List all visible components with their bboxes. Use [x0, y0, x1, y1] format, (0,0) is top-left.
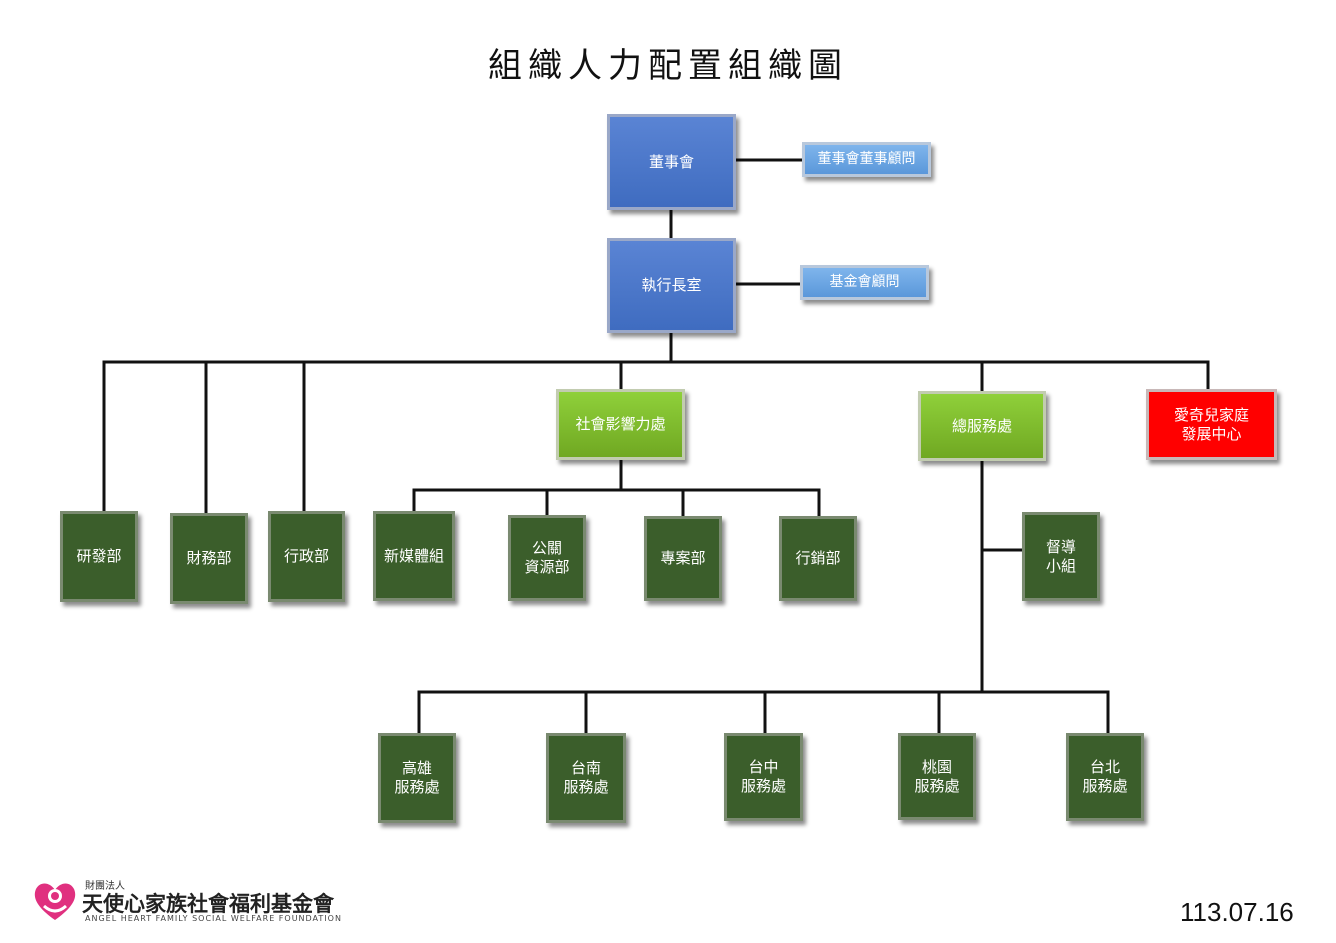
revision-date: 113.07.16: [1180, 897, 1294, 927]
node-taipei: 台北 服務處: [1066, 733, 1144, 821]
node-marketing: 行銷部: [779, 516, 857, 601]
node-board: 董事會: [607, 114, 736, 210]
node-pr: 公關 資源部: [508, 515, 586, 601]
node-foundation-advisor: 基金會顧問: [800, 265, 929, 300]
logo-small-text: 財團法人: [85, 881, 125, 892]
node-kaohsiung: 高雄 服務處: [378, 733, 456, 823]
chart-title: 組織人力配置組織圖: [488, 46, 848, 86]
node-tainan: 台南 服務處: [546, 733, 626, 823]
node-ceo-office: 執行長室: [607, 238, 736, 333]
foundation-logo: 財團法人 天使心家族社會福利基金會 ANGEL HEART FAMILY SOC…: [30, 874, 360, 930]
node-aiqi-center: 愛奇兒家庭 發展中心: [1146, 389, 1277, 460]
node-project: 專案部: [644, 516, 722, 601]
node-supervision: 督導 小組: [1022, 512, 1100, 601]
node-new-media: 新媒體組: [373, 511, 455, 601]
node-social-impact: 社會影響力處: [556, 389, 685, 460]
logo-english-name: ANGEL HEART FAMILY SOCIAL WELFARE FOUNDA…: [85, 914, 342, 923]
node-board-advisor: 董事會董事顧問: [802, 142, 931, 177]
node-general-service: 總服務處: [918, 391, 1046, 461]
node-finance: 財務部: [170, 513, 248, 604]
node-admin: 行政部: [268, 511, 345, 602]
node-rnd: 研發部: [60, 511, 138, 602]
node-taoyuan: 桃園 服務處: [898, 733, 976, 820]
heart-logo-icon: [34, 883, 76, 920]
node-taichung: 台中 服務處: [724, 733, 803, 821]
logo-name: 天使心家族社會福利基金會: [82, 892, 334, 916]
